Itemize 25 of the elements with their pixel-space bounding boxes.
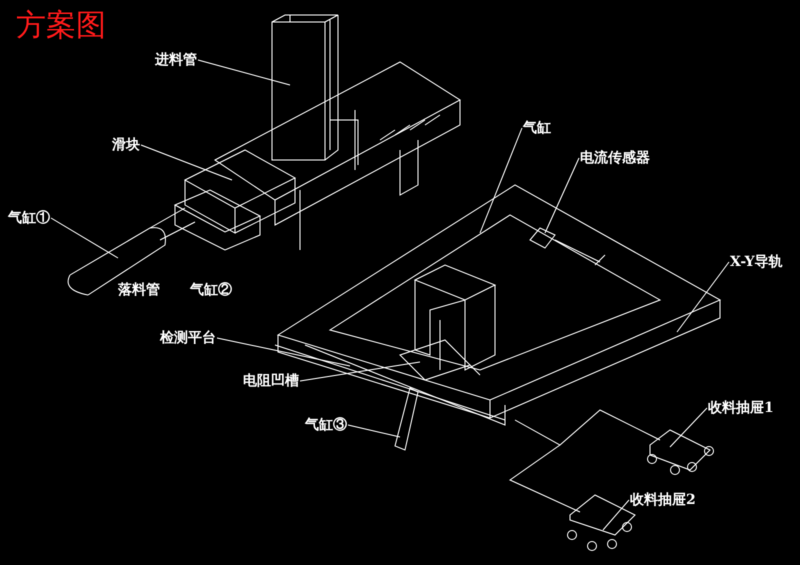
diagram-title: 方案图 — [16, 8, 106, 44]
part-label: 收料抽屉1 — [708, 400, 774, 416]
part-label: 气缸② — [190, 282, 232, 298]
leader-line — [140, 144, 232, 180]
leader-line — [198, 60, 290, 86]
part-label: 气缸③ — [305, 417, 347, 433]
part-label: 气缸 — [523, 120, 551, 136]
part-label: 落料管 — [118, 282, 160, 298]
part-label: 气缸① — [8, 210, 50, 226]
leader-line — [480, 128, 522, 234]
leader-line — [670, 408, 708, 448]
leader-line — [676, 262, 730, 332]
part-label: 收料抽屉2 — [630, 492, 696, 508]
leader-line — [216, 338, 350, 366]
leader-line — [544, 158, 580, 234]
leader-line — [50, 218, 118, 258]
leader-line — [602, 500, 630, 530]
part-label: 电阻凹槽 — [243, 373, 299, 389]
part-label: X-Y导轨 — [730, 254, 783, 270]
part-label: 进料管 — [155, 52, 197, 68]
leader-line — [300, 362, 420, 382]
part-label: 检测平台 — [160, 330, 216, 346]
part-label: 电流传感器 — [580, 150, 650, 166]
part-label: 滑块 — [112, 137, 140, 153]
leader-line — [348, 424, 400, 438]
